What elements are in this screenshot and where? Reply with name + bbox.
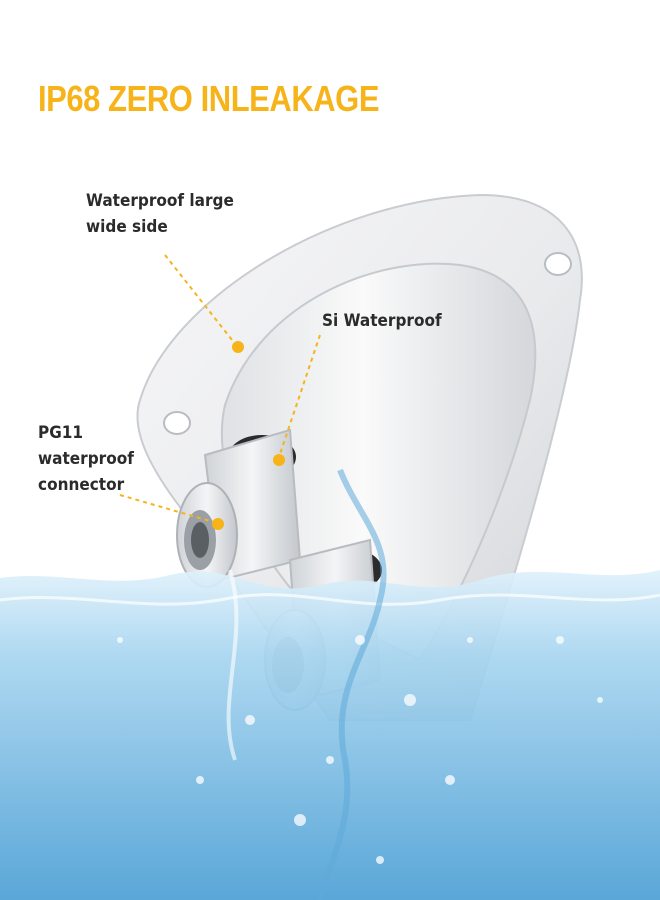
screw-hole-left	[163, 411, 191, 435]
water-bubbles	[117, 635, 603, 864]
callout-pg11-line1: PG11	[38, 423, 84, 443]
callout-large-side-line1: Waterproof large	[86, 191, 234, 211]
pg11-connector-upper	[176, 428, 302, 588]
callout-pg11-line3: connector	[38, 475, 125, 495]
callout-pg11-line2: waterproof	[38, 449, 134, 469]
leader-lines	[119, 254, 321, 524]
screw-hole-right	[544, 252, 572, 276]
leader-si-waterproof	[278, 334, 321, 458]
callout-large-side-line2: wide side	[86, 217, 168, 237]
leader-dots	[212, 341, 285, 530]
callout-si-waterproof-line1: Si Waterproof	[322, 311, 442, 331]
callout-large-side: Waterproof large wide side	[86, 188, 234, 240]
leader-pg11	[119, 494, 218, 524]
leader-large-side	[164, 254, 237, 346]
headline: IP68 ZERO INLEAKAGE	[38, 78, 380, 119]
water-surface	[0, 468, 660, 900]
callout-si-waterproof: Si Waterproof	[322, 308, 442, 334]
callout-pg11: PG11 waterproof connector	[38, 420, 134, 498]
